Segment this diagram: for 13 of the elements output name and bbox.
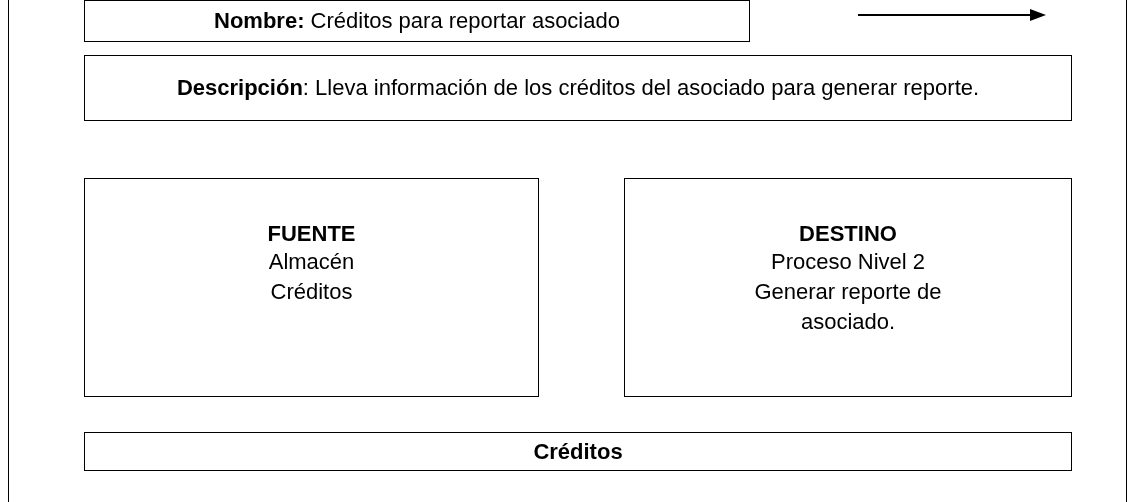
title-box — [84, 432, 1072, 471]
data-box — [624, 178, 1072, 397]
form-frame — [8, 0, 1127, 502]
section-heading: FUENTE — [266, 221, 357, 247]
field-text: Descripción: Lleva información de los créditos del asociado para generar reporte. — [176, 75, 980, 101]
name-field-box — [84, 0, 750, 42]
heading: Créditos — [533, 438, 623, 465]
data-box — [84, 178, 539, 397]
section-heading: DESTINO — [798, 221, 898, 247]
body-text: Almacén Créditos — [267, 248, 356, 306]
body-text: Proceso Nivel 2 Generar reporte de asociado. — [753, 248, 943, 336]
description-box — [84, 55, 1072, 121]
field-text: Nombre: Créditos para reportar asociado — [214, 8, 620, 34]
